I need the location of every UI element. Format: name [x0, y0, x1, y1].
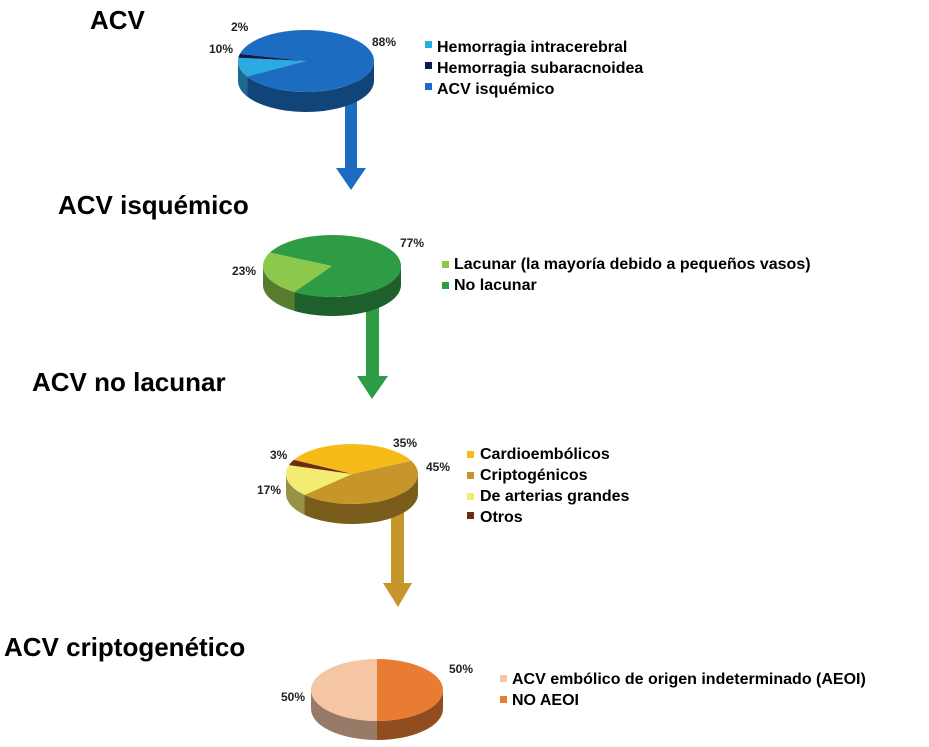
legend-swatch [467, 512, 474, 519]
pie-side-wall [286, 474, 305, 515]
legend-acv: Hemorragia intracerebral Hemorragia suba… [425, 39, 643, 98]
pie-slice [377, 659, 443, 721]
data-label: 50% [281, 690, 305, 704]
legend-swatch [425, 83, 432, 90]
pie-side-wall [304, 474, 418, 524]
pie-slice [239, 30, 375, 93]
pie-chart-acv-criptogenetico [311, 659, 443, 740]
data-label: 2% [231, 20, 249, 34]
data-label: 10% [209, 42, 233, 56]
pie-side-wall [294, 266, 401, 316]
legend-label: Hemorragia subaracnoidea [437, 60, 643, 77]
pie-slice [288, 459, 352, 474]
pie-chart-acv-no-lacunar [286, 444, 418, 524]
pie-slice [286, 465, 352, 495]
data-label: 23% [232, 264, 256, 278]
data-label: 50% [449, 662, 473, 676]
legend-acv-no-lacunar: Cardioembólicos Criptogénicos De arteria… [467, 446, 630, 526]
arrow-2 [357, 290, 388, 399]
legend-acv-isquemico: Lacunar (la mayoría debido a pequeños va… [442, 256, 811, 294]
legend-swatch [467, 493, 474, 500]
pie-slice [238, 57, 306, 77]
chart-title-acv-isquemico: ACV isquémico [58, 190, 249, 220]
legend-swatch [467, 451, 474, 458]
data-label: 35% [393, 436, 417, 450]
chart-title-acv-no-lacunar: ACV no lacunar [32, 367, 226, 397]
legend-swatch [442, 261, 449, 268]
pie-chart-acv [238, 30, 375, 112]
chart-title-acv-criptogenetico: ACV criptogenético [4, 632, 245, 662]
legend-swatch [500, 696, 507, 703]
data-label: 17% [257, 483, 281, 497]
data-label: 77% [400, 236, 424, 250]
chart-title-acv: ACV [90, 5, 146, 35]
legend-label: Lacunar (la mayoría debido a pequeños va… [454, 256, 811, 273]
pie-side-wall [247, 61, 374, 112]
pie-side-wall [377, 690, 443, 740]
pie-slice [304, 460, 418, 504]
legend-label: Cardioembólicos [480, 446, 610, 463]
legend-label: ACV isquémico [437, 81, 555, 98]
pie-chart-acv-isquemico [263, 234, 402, 316]
legend-swatch [425, 62, 432, 69]
legend-label: ACV embólico de origen indeterminado (AE… [512, 671, 866, 688]
legend-label: Hemorragia intracerebral [437, 39, 627, 56]
data-label: 88% [372, 35, 396, 49]
pie-side-wall [238, 61, 248, 97]
legend-label: NO AEOI [512, 692, 579, 709]
legend-swatch [442, 282, 449, 289]
data-label: 3% [270, 448, 288, 462]
legend-swatch [467, 472, 474, 479]
pie-side-wall [311, 690, 377, 740]
legend-label: No lacunar [454, 277, 537, 294]
legend-swatch [425, 41, 432, 48]
legend-label: De arterias grandes [480, 488, 630, 505]
legend-label: Otros [480, 509, 523, 526]
legend-swatch [500, 675, 507, 682]
pie-slice [311, 659, 377, 721]
pie-slice [238, 53, 306, 61]
pie-slice [269, 234, 402, 297]
pie-slice [293, 444, 412, 474]
pie-slice [263, 252, 332, 292]
legend-acv-criptogenetico: ACV embólico de origen indeterminado (AE… [500, 671, 866, 709]
pie-side-wall [263, 266, 295, 311]
data-label: 45% [426, 460, 450, 474]
legend-label: Criptogénicos [480, 467, 588, 484]
